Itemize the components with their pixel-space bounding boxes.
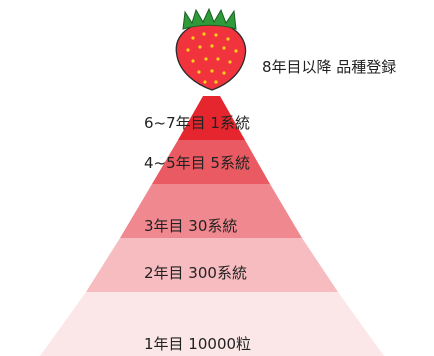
strawberry-seed — [222, 46, 226, 50]
pyramid-tier-shape — [178, 96, 245, 140]
pyramid-tier-shape — [152, 140, 270, 184]
strawberry-seed — [203, 80, 207, 84]
pyramid-tier-label: 6~7年目 1系統 — [144, 114, 250, 132]
pyramid-tier-label: 3年目 30系統 — [144, 217, 237, 235]
strawberry-seed — [210, 44, 214, 48]
strawberry-seed — [204, 57, 208, 61]
pyramid-tier-label: 1年目 10000粒 — [144, 335, 251, 353]
strawberry-seeds — [186, 32, 238, 84]
strawberry-seed — [214, 33, 218, 37]
top-label: 8年目以降 品種登録 — [262, 58, 396, 76]
strawberry-seed — [197, 70, 201, 74]
pyramid-tier-4-5: 4~5年目 5系統 — [144, 140, 270, 184]
strawberry-seed — [191, 36, 195, 40]
strawberry-body — [175, 22, 247, 91]
pyramid-tier-6-7: 6~7年目 1系統 — [144, 96, 250, 140]
strawberry-icon — [175, 7, 247, 91]
pyramid-tier-shape — [40, 292, 384, 356]
pyramid-tier-2: 2年目 300系統 — [86, 238, 338, 292]
strawberry-leaves — [182, 7, 237, 30]
strawberry-seed — [226, 37, 230, 41]
strawberry-seed — [210, 69, 214, 73]
strawberry-seed — [198, 45, 202, 49]
pyramid-tier-1: 1年目 10000粒 — [40, 292, 384, 356]
pyramid-tier-3: 3年目 30系統 — [120, 184, 302, 238]
strawberry-seed — [186, 48, 190, 52]
strawberry-seed — [234, 49, 238, 53]
strawberry-seed — [228, 60, 232, 64]
pyramid: 6~7年目 1系統 4~5年目 5系統 3年目 30系統 2年目 300系統 1… — [40, 96, 384, 356]
strawberry-seed — [191, 59, 195, 63]
strawberry-seed — [202, 32, 206, 36]
pyramid-tier-shape — [86, 238, 338, 292]
strawberry-seed — [214, 80, 218, 84]
pyramid-tier-shape — [120, 184, 302, 238]
strawberry-seed — [222, 71, 226, 75]
pyramid-tier-label: 4~5年目 5系統 — [144, 154, 250, 172]
strawberry-seed — [216, 57, 220, 61]
pyramid-tier-label: 2年目 300系統 — [144, 264, 247, 282]
